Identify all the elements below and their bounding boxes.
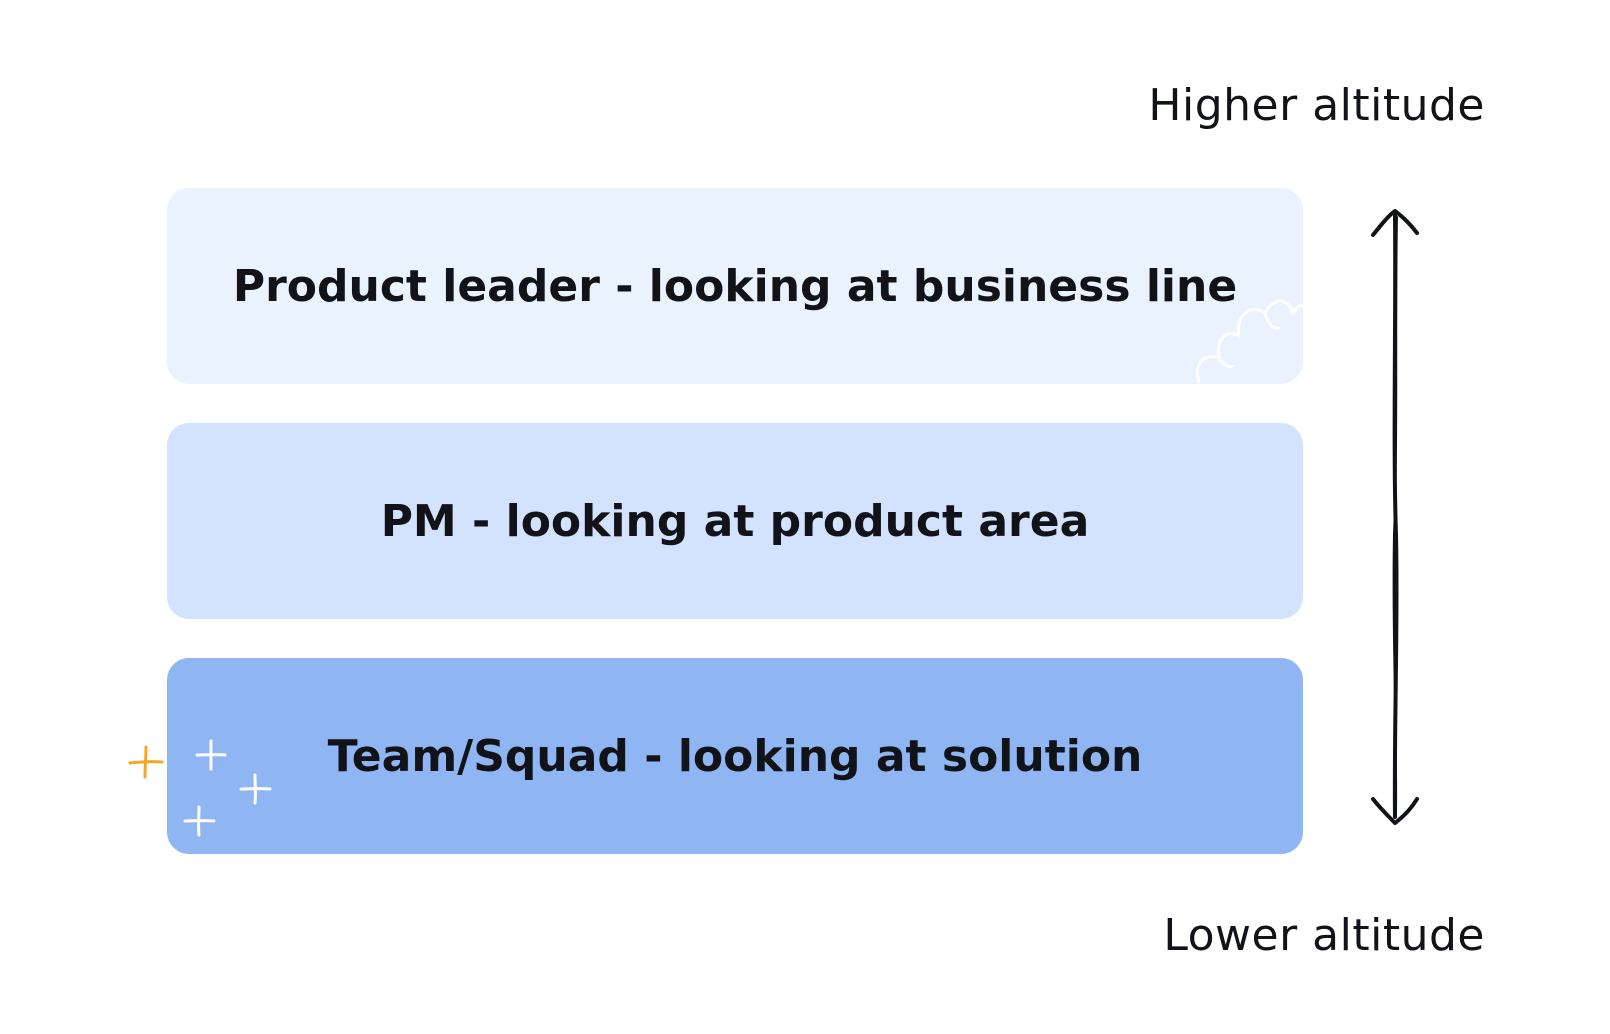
cloud-doodle-icon [1196,299,1303,384]
layer-label: PM - looking at product area [380,495,1090,547]
sparkle-accent-icon [128,745,164,779]
sparkle-white-icon [183,739,272,837]
layer-product-leader: Product leader - looking at business lin… [167,188,1303,384]
altitude-label-higher: Higher altitude [1148,80,1485,131]
altitude-label-lower: Lower altitude [1163,910,1485,961]
layer-team-squad: Team/Squad - looking at solution [167,658,1303,854]
layer-label: Product leader - looking at business lin… [232,260,1238,312]
double-arrow-icon [1371,209,1419,825]
layer-pm: PM - looking at product area [167,423,1303,619]
layer-label: Team/Squad - looking at solution [327,730,1143,782]
sparkle-icon [128,739,272,837]
